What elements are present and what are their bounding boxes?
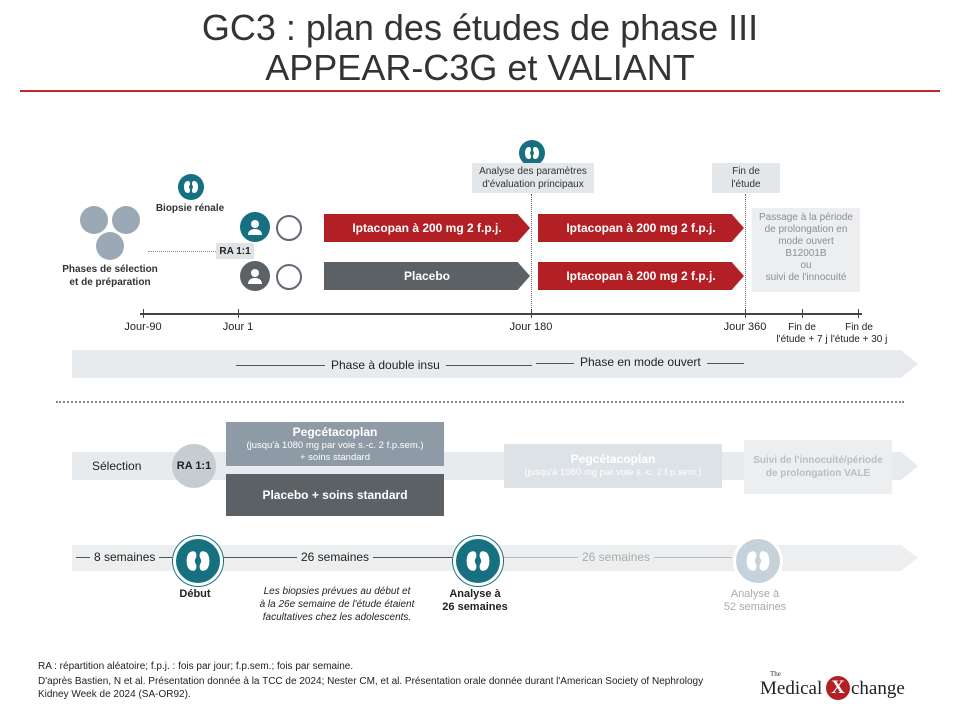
open-label-title: Pegcétacoplan <box>570 452 656 466</box>
page-title-line1: GC3 : plan des études de phase III <box>201 7 759 48</box>
day360-marker-line <box>745 194 746 314</box>
arm1-title: Pegcétacoplan <box>292 425 378 439</box>
day180-marker-line <box>531 194 532 314</box>
arm2-period1: Placebo <box>324 262 530 290</box>
footnote-abbreviations: RA : répartition aléatoire; f.p.j. : foi… <box>38 661 354 672</box>
arm1-sub2: + soins standard <box>300 452 370 463</box>
extension-line: de prolongation en <box>764 224 848 235</box>
tick-label-day180: Jour 180 <box>509 321 553 333</box>
analysis52-2: 52 semaines <box>723 601 787 613</box>
connector-line <box>148 251 218 252</box>
extension-line: mode ouvert <box>778 236 834 247</box>
patient-icon <box>240 261 270 291</box>
randomization-circle: RA 1:1 <box>172 444 216 488</box>
timeline-axis <box>140 313 862 315</box>
screening-label-2: et de préparation <box>69 277 151 288</box>
weeks-26a: 26 semaines <box>297 550 374 564</box>
kidney-icon <box>173 536 223 586</box>
pill-icon <box>276 215 302 241</box>
tick-label-end7-2: l'étude + 7 j <box>776 334 828 345</box>
arm2-period2: Iptacopan à 200 mg 2 f.p.j. <box>538 262 744 290</box>
analysis-box <box>472 163 594 193</box>
extension-line: Passage à la période <box>759 212 853 223</box>
tick-mark <box>858 309 859 318</box>
arm2-box: Placebo + soins standard <box>226 474 444 516</box>
tick-mark <box>531 309 532 318</box>
tick-mark <box>238 309 239 318</box>
analysis52-1: Analyse à <box>730 588 780 600</box>
tick-label-day-minus90: Jour-90 <box>124 321 162 333</box>
tick-mark <box>143 309 144 318</box>
person-icon <box>112 206 140 234</box>
kidney-icon <box>178 174 204 200</box>
logo-change: change <box>851 678 905 699</box>
section-separator <box>56 401 904 403</box>
extension-line: B12001B <box>785 248 827 259</box>
person-icon <box>96 232 124 260</box>
analysis26-2: 26 semaines <box>442 601 508 613</box>
tick-label-end7-1: Fin de <box>788 322 816 333</box>
tick-label-end30-1: Fin de <box>845 322 873 333</box>
end-box <box>712 163 780 193</box>
end-label-1: Fin de <box>732 166 760 177</box>
arm1-period2: Iptacopan à 200 mg 2 f.p.j. <box>538 214 744 242</box>
kidney-icon <box>733 536 783 586</box>
analysis26-1: Analyse à <box>449 588 501 600</box>
person-icon <box>80 206 108 234</box>
analysis-label-1: Analyse des paramètres <box>479 166 587 177</box>
title-rule <box>20 90 940 92</box>
extension-line: suivi de l'innocuité <box>765 272 847 283</box>
patient-icon <box>240 212 270 242</box>
weeks-8: 8 semaines <box>90 550 160 564</box>
kidney-icon <box>519 140 545 166</box>
logo-the: The <box>770 670 781 678</box>
page-title-line2: APPEAR-C3G et VALIANT <box>265 47 695 88</box>
tick-label-day360: Jour 360 <box>723 321 767 333</box>
arm1-period1: Iptacopan à 200 mg 2 f.p.j. <box>324 214 530 242</box>
weeks-26b: 26 semaines <box>578 550 655 564</box>
biopsy-note-line: Les biopsies prévues au début et <box>263 586 411 597</box>
footnote-source: D'après Bastien, N et al. Présentation d… <box>38 676 704 687</box>
phase-band <box>72 350 918 378</box>
tick-label-end30-2: l'étude + 30 j <box>830 334 888 345</box>
tick-mark <box>802 309 803 318</box>
followup-box <box>744 440 892 494</box>
arm1-sub1: (jusqu'à 1080 mg par voie s.-c. 2 f.p.se… <box>246 440 424 451</box>
logo-medical: Medical <box>760 678 823 699</box>
phase-double-blind: Phase à double insu <box>325 358 446 372</box>
biopsy-label: Biopsie rénale <box>155 203 225 214</box>
randomization-badge: RA 1:1 <box>216 243 254 259</box>
pill-icon <box>276 264 302 290</box>
extension-line: ou <box>800 260 812 271</box>
screening-label-1: Phases de sélection <box>62 264 158 275</box>
open-label-box <box>504 444 722 488</box>
tick-label-day1: Jour 1 <box>222 321 254 333</box>
followup-1: Suivi de l'innocuité/période <box>753 455 883 466</box>
phase-open-label: Phase en mode ouvert <box>574 355 707 369</box>
biopsy-note-line: facultatives chez les adolescents. <box>262 612 412 623</box>
open-label-sub: (jusqu'à 1080 mg par voie s.-c. 2 f.p.se… <box>524 467 702 478</box>
analysis-label-2: d'évaluation principaux <box>482 179 584 190</box>
end-label-2: l'étude <box>731 179 761 190</box>
arm1-box <box>226 422 444 466</box>
footnote-source-cont: Kidney Week de 2024 (SA-OR92). <box>38 689 191 700</box>
biopsy-note-line: à la 26e semaine de l'étude étaient <box>259 599 415 610</box>
debut-label: Début <box>179 588 211 600</box>
tick-mark <box>745 309 746 318</box>
selection-label: Sélection <box>92 459 142 473</box>
kidney-icon <box>453 536 503 586</box>
extension-box <box>752 208 860 292</box>
followup-2: de prolongation VALE <box>765 468 871 479</box>
logo-x-mark: X <box>826 676 850 700</box>
